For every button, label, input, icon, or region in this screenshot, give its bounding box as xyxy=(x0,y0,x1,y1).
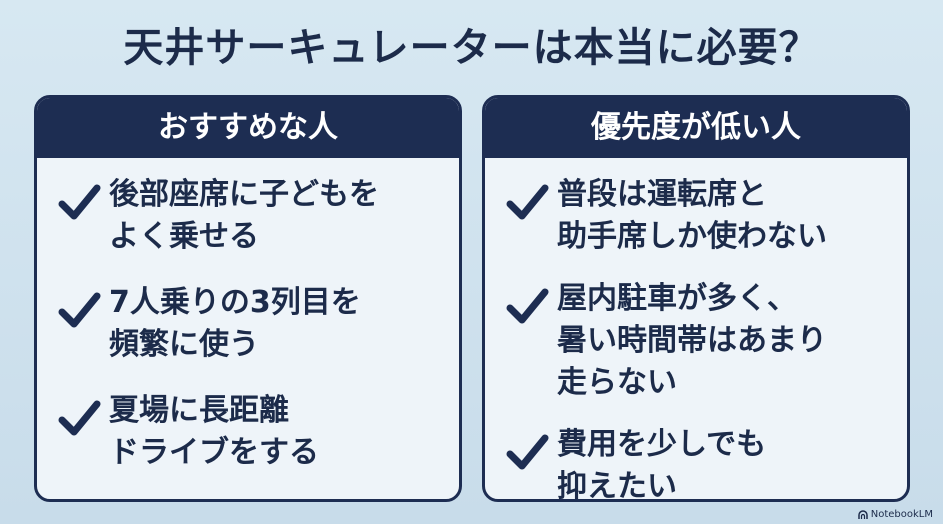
check-icon xyxy=(58,292,101,328)
list-item-text: 普段は運転席と 助手席しか使わない xyxy=(557,177,827,254)
recommended-list: 後部座席に子どもを よく乗せる 7人乗りの3列目を 頻繁に使う 夏場に長距離 ド… xyxy=(37,158,459,474)
list-item-text: 7人乗りの3列目を 頻繁に使う xyxy=(109,285,361,362)
list-item: 屋内駐車が多く、 暑い時間帯はあまり 走らない xyxy=(505,278,907,404)
page-title: 天井サーキュレーターは本当に必要？ xyxy=(123,25,820,71)
list-item: 後部座席に子どもを よく乗せる xyxy=(57,174,459,258)
low-priority-card-heading: 優先度が低い人 xyxy=(485,98,907,158)
recommended-card: おすすめな人 後部座席に子どもを よく乗せる 7人乗りの3列目を 頻繁に使う 夏… xyxy=(34,95,462,502)
notebooklm-logo-icon xyxy=(858,509,868,519)
check-icon xyxy=(58,184,101,220)
check-icon xyxy=(506,184,549,220)
list-item-text: 後部座席に子どもを よく乗せる xyxy=(109,177,379,254)
list-item-text: 費用を少しでも 抑えたい xyxy=(557,427,767,502)
low-priority-list: 普段は運転席と 助手席しか使わない 屋内駐車が多く、 暑い時間帯はあまり 走らな… xyxy=(485,158,907,502)
recommended-card-heading: おすすめな人 xyxy=(37,98,459,158)
list-item-text: 屋内駐車が多く、 暑い時間帯はあまり 走らない xyxy=(557,281,827,400)
list-item: 費用を少しでも 抑えたい xyxy=(505,424,907,502)
list-item: 7人乗りの3列目を 頻繁に使う xyxy=(57,282,459,366)
list-item: 普段は運転席と 助手席しか使わない xyxy=(505,174,907,258)
list-item: 夏場に長距離 ドライブをする xyxy=(57,390,459,474)
brand-label: NotebookLM xyxy=(870,509,933,520)
list-item-text: 夏場に長距離 ドライブをする xyxy=(109,393,319,470)
brand-watermark: NotebookLM xyxy=(858,509,933,520)
check-icon xyxy=(506,288,549,324)
check-icon xyxy=(506,434,549,470)
low-priority-card: 優先度が低い人 普段は運転席と 助手席しか使わない 屋内駐車が多く、 暑い時間帯… xyxy=(482,95,910,502)
check-icon xyxy=(58,400,101,436)
